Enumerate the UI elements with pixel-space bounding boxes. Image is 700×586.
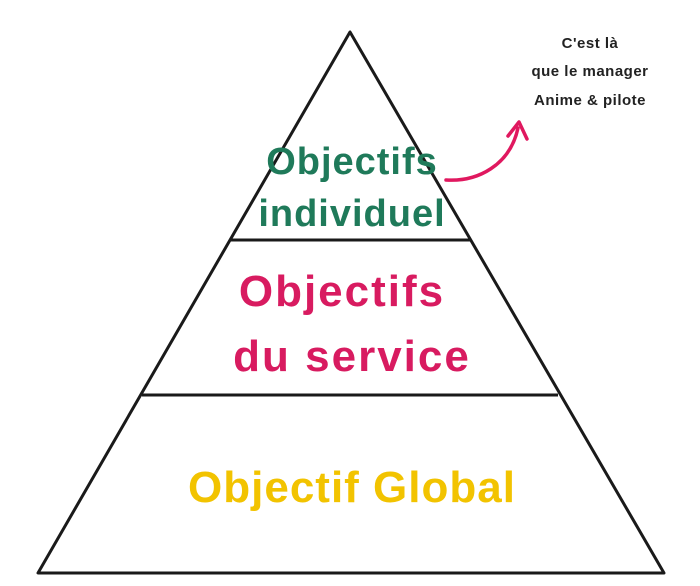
level-top-line-2: individuel — [258, 193, 445, 235]
annotation-line-2: que le manager — [531, 63, 648, 80]
annotation-line-3: Anime & pilote — [534, 92, 646, 109]
level-base-line-1: Objectif Global — [188, 463, 516, 512]
level-top-line-1: Objectifs — [266, 141, 438, 183]
annotation-arrowhead-icon — [506, 120, 529, 141]
annotation-line-1: C'est là — [562, 35, 619, 52]
level-middle-line-2: du service — [233, 332, 471, 381]
annotation-arrow — [444, 126, 520, 182]
pyramid-outline — [36, 30, 666, 575]
level-middle-line-1: Objectifs — [239, 267, 445, 316]
